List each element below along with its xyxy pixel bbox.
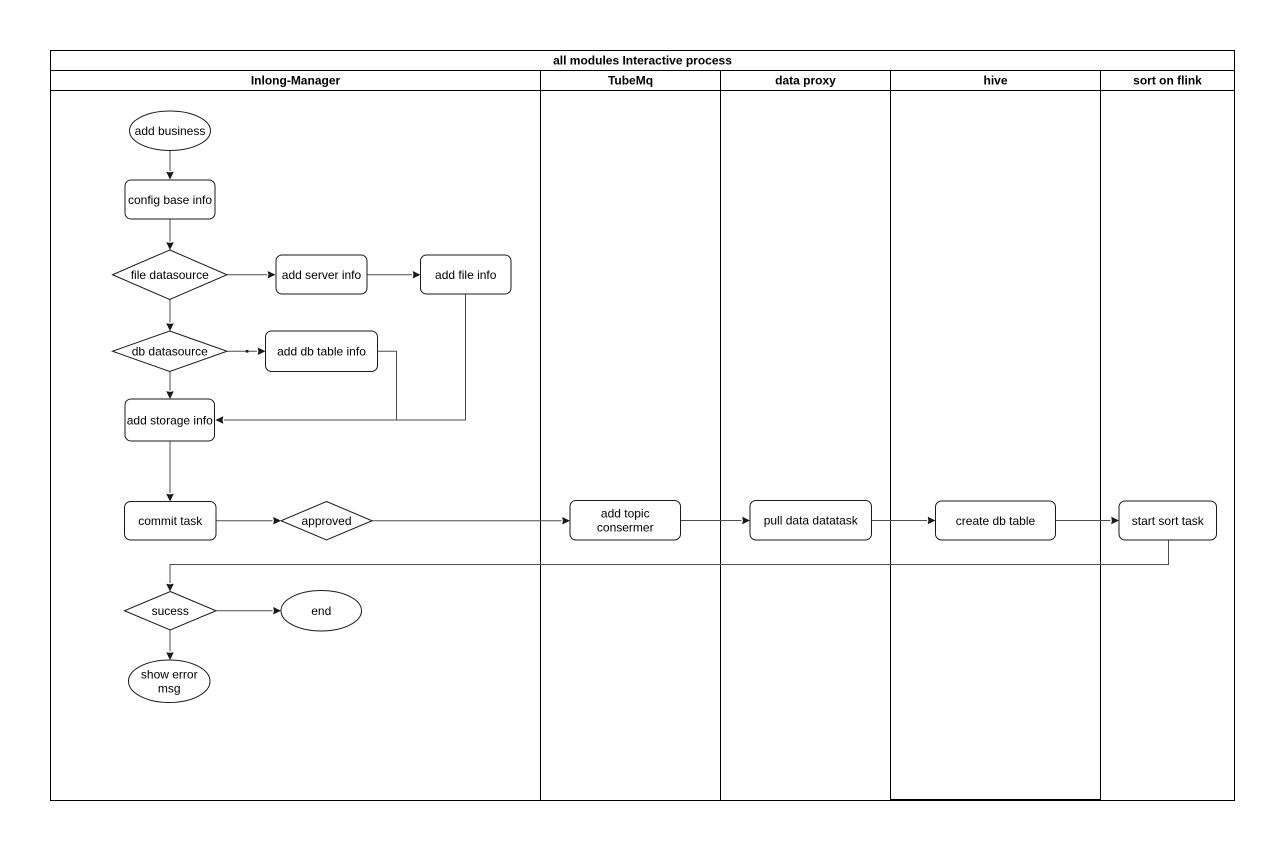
svg-text:file datasource: file datasource xyxy=(131,268,209,282)
svg-text:start sort task: start sort task xyxy=(1132,514,1205,528)
svg-text:hive: hive xyxy=(983,74,1007,88)
svg-text:commit task: commit task xyxy=(138,514,203,528)
svg-text:TubeMq: TubeMq xyxy=(608,74,653,88)
svg-text:db datasource: db datasource xyxy=(132,345,208,359)
svg-text:add topic: add topic xyxy=(601,506,650,520)
svg-text:config base info: config base info xyxy=(128,193,212,207)
svg-text:add business: add business xyxy=(135,124,206,138)
svg-text:add storage info: add storage info xyxy=(127,413,213,427)
svg-text:create db table: create db table xyxy=(956,514,1036,528)
svg-text:Inlong-Manager: Inlong-Manager xyxy=(251,74,341,88)
svg-text:add db table info: add db table info xyxy=(277,345,366,359)
svg-text:msg: msg xyxy=(158,681,181,695)
svg-text:all modules Interactive proces: all modules Interactive process xyxy=(553,54,732,68)
svg-text:sucess: sucess xyxy=(152,604,189,618)
svg-text:consermer: consermer xyxy=(597,520,654,534)
svg-text:end: end xyxy=(311,604,331,618)
svg-text:add server info: add server info xyxy=(282,268,362,282)
svg-text:data proxy: data proxy xyxy=(775,74,836,88)
svg-text:approved: approved xyxy=(301,514,351,528)
svg-text:pull data datatask: pull data datatask xyxy=(764,514,859,528)
svg-text:show error: show error xyxy=(141,667,198,681)
svg-text:sort on flink: sort on flink xyxy=(1133,74,1202,88)
svg-text:add file info: add file info xyxy=(435,268,497,282)
